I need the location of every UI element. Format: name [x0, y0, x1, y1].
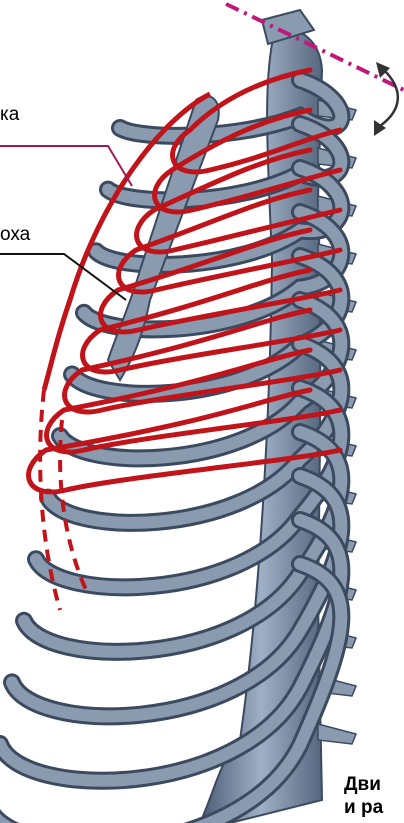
- label-middle: оха: [0, 224, 30, 246]
- leader-line-upper: [0, 146, 132, 186]
- label-upper: ка: [0, 104, 19, 126]
- spinous-process: [318, 724, 356, 744]
- caption-line-2: и ра: [344, 796, 404, 819]
- caption-line-1: Дви: [344, 773, 404, 796]
- curved-double-arrow-icon: [374, 62, 398, 136]
- caption: Дви и ра: [344, 773, 404, 823]
